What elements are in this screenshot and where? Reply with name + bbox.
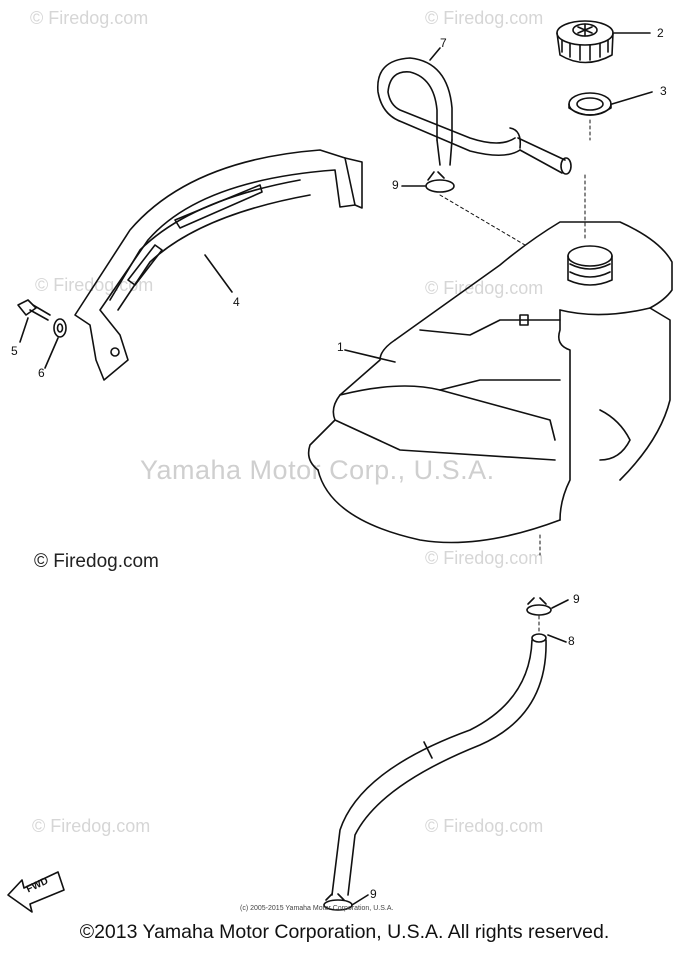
callout-part-5: 5 bbox=[11, 344, 18, 358]
copyright-notice: ©2013 Yamaha Motor Corporation, U.S.A. A… bbox=[79, 921, 610, 943]
callout-part-6: 6 bbox=[38, 366, 45, 380]
fwd-arrow-drawing bbox=[7, 871, 65, 913]
watermark-firedog: © Firedog.com bbox=[30, 8, 149, 28]
watermark-firedog: © Firedog.com bbox=[425, 278, 544, 298]
fuel-hose-drawing bbox=[331, 633, 547, 896]
small-credit: (c) 2005-2015 Yamaha Motor Corporation, … bbox=[240, 905, 394, 912]
callout-part-9: 9 bbox=[573, 592, 580, 606]
vent-hose-drawing bbox=[377, 57, 572, 175]
washer-drawing bbox=[53, 318, 67, 338]
callout-part-3: 3 bbox=[660, 84, 667, 98]
callout-part-4: 4 bbox=[233, 295, 240, 309]
clip-mid-drawing bbox=[526, 597, 552, 633]
callout-part-2: 2 bbox=[657, 26, 664, 40]
fuel-cap-drawing bbox=[556, 20, 614, 64]
watermark-firedog-dark: © Firedog.com bbox=[34, 551, 159, 572]
fuel-tank-drawing bbox=[307, 221, 673, 556]
watermark-firedog: © Firedog.com bbox=[32, 816, 151, 836]
callout-part-9: 9 bbox=[392, 178, 399, 192]
gasket-drawing bbox=[568, 92, 612, 116]
callout-part-9: 9 bbox=[370, 887, 377, 901]
bolt-drawing bbox=[17, 299, 51, 321]
callout-part-7: 7 bbox=[440, 36, 447, 50]
callout-part-8: 8 bbox=[568, 634, 575, 648]
clip-upper-drawing bbox=[425, 171, 455, 193]
watermark-firedog: © Firedog.com bbox=[425, 8, 544, 28]
watermark-firedog: © Firedog.com bbox=[425, 816, 544, 836]
watermark-firedog: © Firedog.com bbox=[425, 548, 544, 568]
bracket-drawing bbox=[74, 149, 363, 381]
callout-part-1: 1 bbox=[337, 340, 344, 354]
